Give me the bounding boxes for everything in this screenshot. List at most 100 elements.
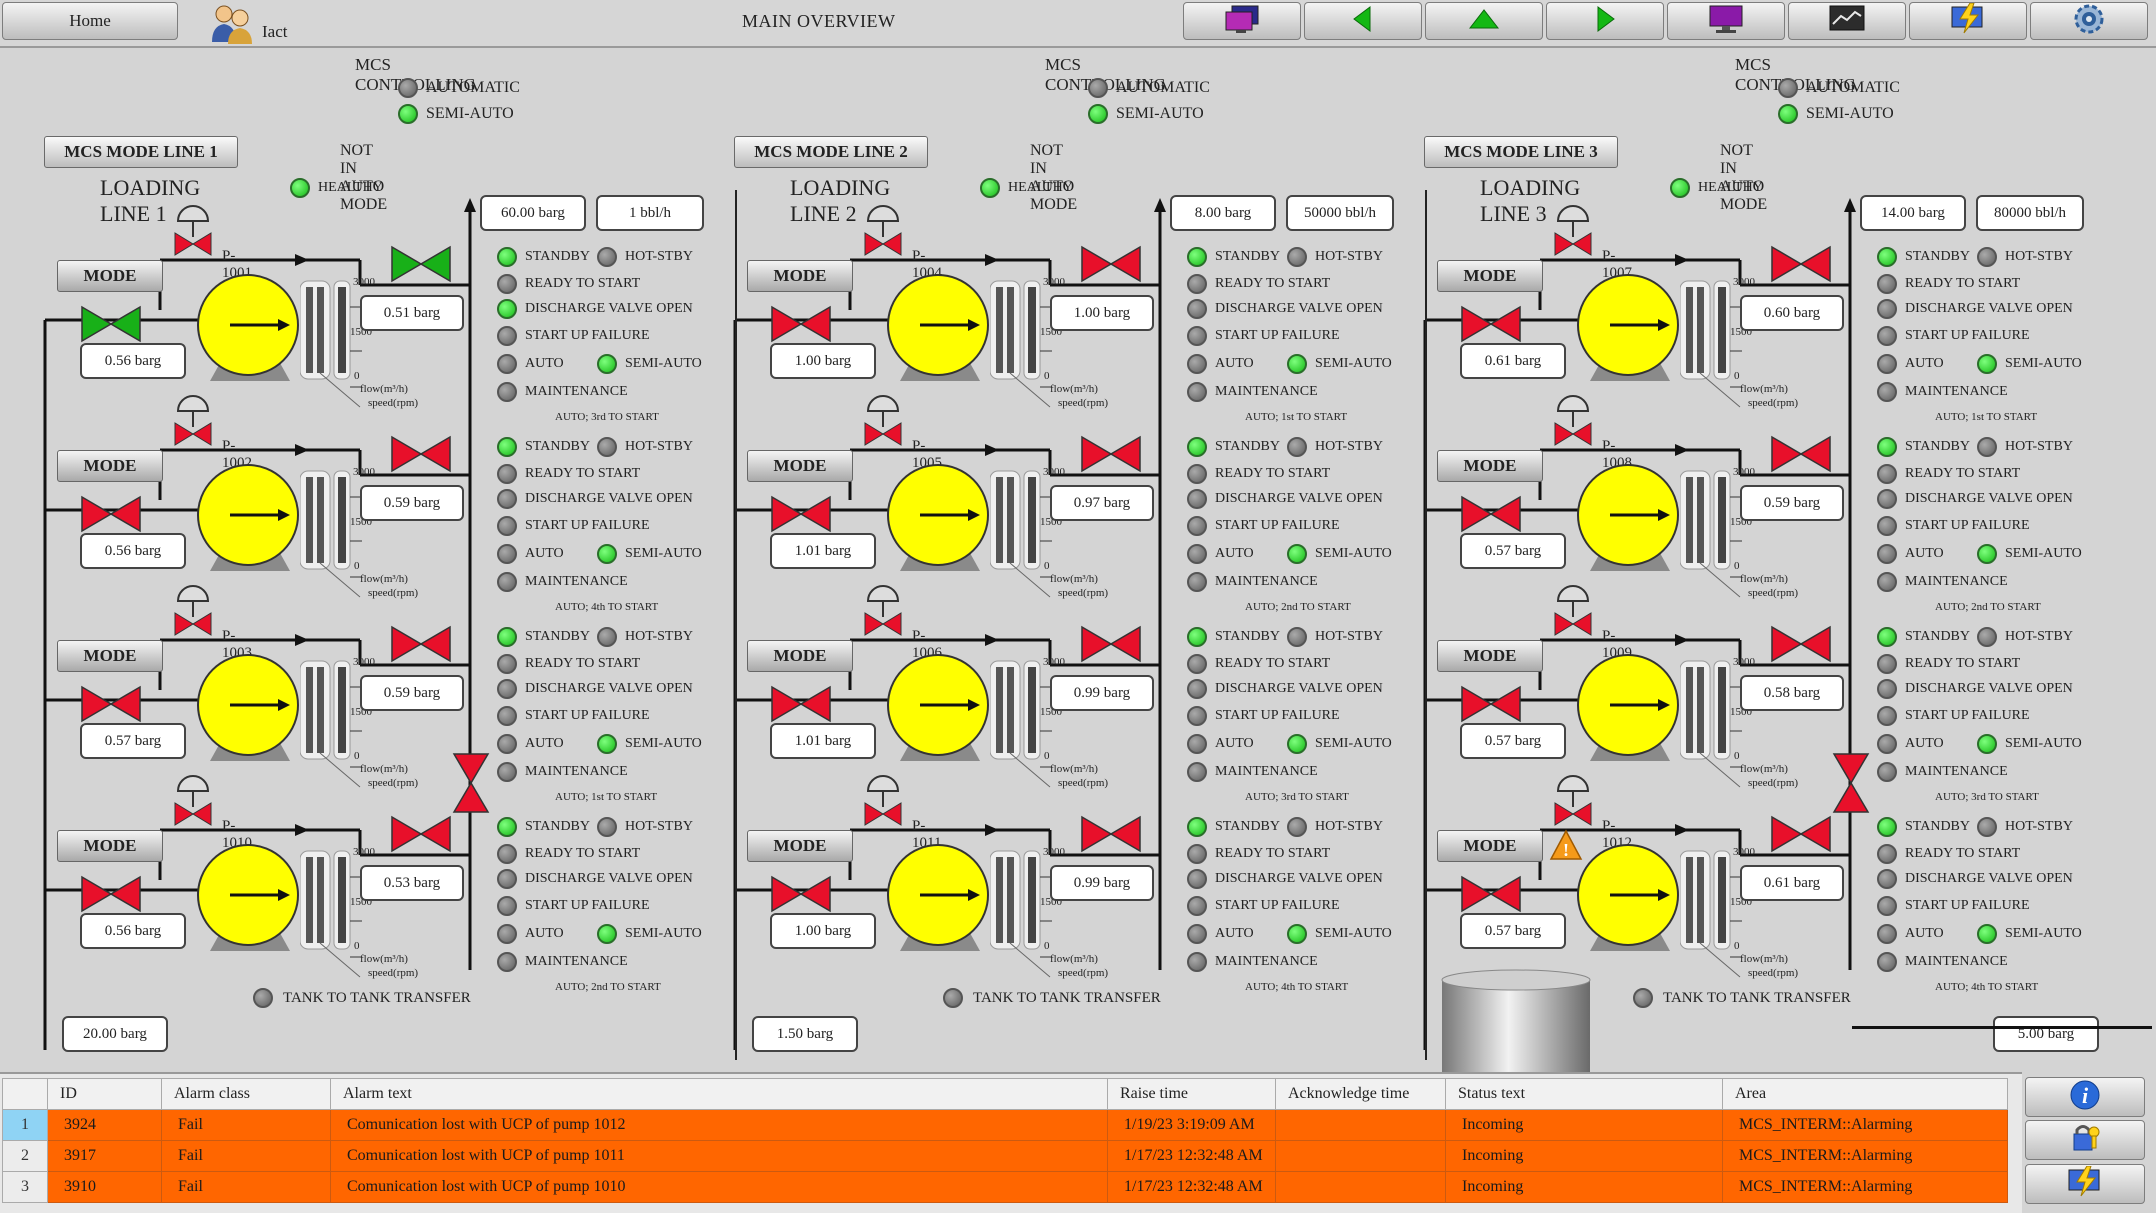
pump-body[interactable]: [1570, 459, 1690, 580]
control-valve[interactable]: [862, 203, 904, 264]
acknowledge-button[interactable]: [2025, 1120, 2145, 1160]
pump-body[interactable]: [190, 839, 310, 960]
pump-mode-button[interactable]: MODE: [57, 260, 163, 292]
pump-body[interactable]: [1570, 269, 1690, 390]
row-number[interactable]: 3: [2, 1171, 48, 1203]
pump-body[interactable]: [1570, 839, 1690, 960]
display-button[interactable]: [1667, 2, 1785, 40]
row-number[interactable]: 2: [2, 1140, 48, 1172]
pump-mode-button[interactable]: MODE: [747, 830, 853, 862]
suction-valve[interactable]: [80, 305, 142, 348]
suction-valve[interactable]: [770, 305, 832, 348]
column-header-status-text[interactable]: Status text: [1445, 1078, 1723, 1110]
pump-mode-button[interactable]: MODE: [1437, 640, 1543, 672]
status-text[interactable]: Incoming: [1445, 1109, 1723, 1141]
pump-body[interactable]: [880, 459, 1000, 580]
pump-mode-button[interactable]: MODE: [747, 260, 853, 292]
home-button[interactable]: Home: [2, 2, 178, 40]
system-button[interactable]: [1909, 2, 2027, 40]
discharge-valve[interactable]: [1770, 625, 1832, 668]
control-valve[interactable]: [862, 393, 904, 454]
up-button[interactable]: [1425, 2, 1543, 40]
control-valve[interactable]: [1552, 583, 1594, 644]
area[interactable]: MCS_INTERM::Alarming: [1722, 1140, 2008, 1172]
pump-mode-button[interactable]: MODE: [747, 640, 853, 672]
alarm-id[interactable]: 3924: [47, 1109, 162, 1141]
control-valve[interactable]: [172, 583, 214, 644]
discharge-valve[interactable]: [390, 245, 452, 288]
alarm-class[interactable]: Fail: [161, 1171, 331, 1203]
control-valve[interactable]: [172, 773, 214, 834]
pump-mode-button[interactable]: MODE: [57, 640, 163, 672]
discharge-valve[interactable]: [1770, 245, 1832, 288]
column-header-alarm-text[interactable]: Alarm text: [330, 1078, 1108, 1110]
alarm-text[interactable]: Comunication lost with UCP of pump 1011: [330, 1140, 1108, 1172]
suction-valve[interactable]: [1460, 875, 1522, 918]
pump-body[interactable]: [190, 269, 310, 390]
acknowledge-time[interactable]: [1275, 1140, 1446, 1172]
back-button[interactable]: [1304, 2, 1422, 40]
control-valve[interactable]: [862, 773, 904, 834]
column-header-alarm-class[interactable]: Alarm class: [161, 1078, 331, 1110]
area[interactable]: MCS_INTERM::Alarming: [1722, 1171, 2008, 1203]
discharge-valve[interactable]: [1080, 435, 1142, 478]
pump-body[interactable]: [1570, 649, 1690, 770]
settings-button[interactable]: [2030, 2, 2148, 40]
suction-valve[interactable]: [770, 685, 832, 728]
area[interactable]: MCS_INTERM::Alarming: [1722, 1109, 2008, 1141]
mcs-mode-line-button[interactable]: MCS MODE LINE 3: [1424, 136, 1618, 168]
column-header-area[interactable]: Area: [1722, 1078, 2008, 1110]
discharge-valve[interactable]: [1080, 625, 1142, 668]
control-valve[interactable]: [1552, 203, 1594, 264]
mcs-mode-line-button[interactable]: MCS MODE LINE 1: [44, 136, 238, 168]
raise-time[interactable]: 1/17/23 12:32:48 AM: [1107, 1171, 1276, 1203]
control-valve[interactable]: [862, 583, 904, 644]
pump-mode-button[interactable]: MODE: [1437, 450, 1543, 482]
pump-body[interactable]: [880, 839, 1000, 960]
discharge-valve[interactable]: [1080, 815, 1142, 858]
raise-time[interactable]: 1/17/23 12:32:48 AM: [1107, 1140, 1276, 1172]
suction-valve[interactable]: [770, 495, 832, 538]
suction-valve[interactable]: [770, 875, 832, 918]
acknowledge-time[interactable]: [1275, 1171, 1446, 1203]
control-valve[interactable]: [172, 393, 214, 454]
acknowledge-time[interactable]: [1275, 1109, 1446, 1141]
alarm-system-button[interactable]: [2025, 1164, 2145, 1204]
alarm-id[interactable]: 3910: [47, 1171, 162, 1203]
suction-valve[interactable]: [80, 495, 142, 538]
riser-valve[interactable]: [452, 752, 490, 819]
alarm-text[interactable]: Comunication lost with UCP of pump 1010: [330, 1171, 1108, 1203]
mcs-mode-line-button[interactable]: MCS MODE LINE 2: [734, 136, 928, 168]
row-number[interactable]: 1: [2, 1109, 48, 1141]
column-header-raise-time[interactable]: Raise time: [1107, 1078, 1276, 1110]
discharge-valve[interactable]: [1770, 815, 1832, 858]
alarm-class[interactable]: Fail: [161, 1109, 331, 1141]
control-valve[interactable]: [172, 203, 214, 264]
discharge-valve[interactable]: [1080, 245, 1142, 288]
control-valve[interactable]: [1552, 393, 1594, 454]
forward-button[interactable]: [1546, 2, 1664, 40]
alarm-text[interactable]: Comunication lost with UCP of pump 1012: [330, 1109, 1108, 1141]
suction-valve[interactable]: [1460, 495, 1522, 538]
suction-valve[interactable]: [80, 685, 142, 728]
pump-body[interactable]: [190, 649, 310, 770]
alarm-class[interactable]: Fail: [161, 1140, 331, 1172]
pump-body[interactable]: [190, 459, 310, 580]
column-header-acknowledge-time[interactable]: Acknowledge time: [1275, 1078, 1446, 1110]
warning-icon[interactable]: !: [1549, 829, 1583, 866]
status-text[interactable]: Incoming: [1445, 1171, 1723, 1203]
pump-mode-button[interactable]: MODE: [57, 830, 163, 862]
info-button[interactable]: i: [2025, 1077, 2145, 1117]
user-icon[interactable]: [208, 2, 260, 49]
discharge-valve[interactable]: [1770, 435, 1832, 478]
riser-valve[interactable]: [1832, 752, 1870, 819]
discharge-valve[interactable]: [390, 435, 452, 478]
suction-valve[interactable]: [80, 875, 142, 918]
discharge-valve[interactable]: [390, 625, 452, 668]
status-text[interactable]: Incoming: [1445, 1140, 1723, 1172]
suction-valve[interactable]: [1460, 685, 1522, 728]
column-header-id[interactable]: ID: [47, 1078, 162, 1110]
